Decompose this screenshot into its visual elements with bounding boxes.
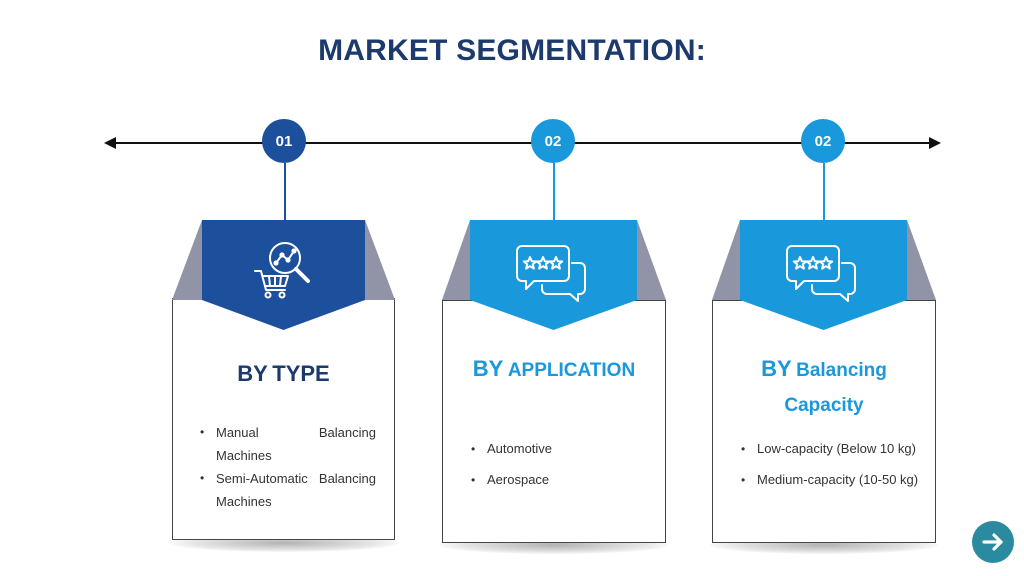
timeline-stem-2 — [553, 163, 555, 221]
heading-prefix: BY — [761, 356, 792, 381]
segment-list-capacity: Low-capacity (Below 10 kg) Medium-capaci… — [741, 440, 931, 489]
heading-rest-line2: Capacity — [784, 395, 864, 416]
heading-rest: TYPE — [272, 361, 330, 386]
timeline-stem-3 — [823, 163, 825, 221]
rating-chat-bubbles-icon — [786, 245, 856, 302]
segment-heading-type: BY TYPE — [172, 357, 395, 394]
timeline-node-label: 02 — [814, 132, 832, 150]
timeline-stem-1 — [284, 163, 286, 221]
timeline-node-label: 01 — [275, 132, 293, 150]
timeline-node-2: 02 — [531, 119, 575, 163]
timeline-node-1: 01 — [262, 119, 306, 163]
heading-prefix: BY — [237, 361, 268, 386]
heading-prefix: BY — [472, 356, 504, 381]
arrow-right-icon — [982, 533, 1003, 551]
heading-rest: APPLICATION — [507, 360, 636, 381]
segment-banner-capacity — [712, 220, 936, 330]
timeline-right-arrow — [929, 137, 941, 149]
segment-card-capacity — [712, 300, 936, 543]
list-item: Aerospace — [471, 471, 651, 489]
segment-list-type: Manual Balancing Machines Semi-Automatic… — [200, 421, 376, 513]
list-item: Low-capacity (Below 10 kg) — [741, 440, 931, 458]
page-title: MARKET SEGMENTATION: — [318, 34, 706, 67]
timeline-node-label: 02 — [544, 132, 562, 150]
segment-banner-application — [442, 220, 666, 330]
heading-rest-line1: Balancing — [796, 360, 887, 381]
segment-list-application: Automotive Aerospace — [471, 440, 651, 489]
list-item: Medium-capacity (10-50 kg) — [741, 471, 931, 489]
next-slide-button[interactable] — [972, 521, 1014, 563]
segment-heading-application: BY APPLICATION — [442, 352, 666, 389]
list-item: Automotive — [471, 440, 651, 458]
segment-card-application — [442, 300, 666, 543]
list-item: Manual Balancing Machines — [200, 421, 376, 467]
segment-heading-capacity: BY Balancing Capacity — [712, 352, 936, 423]
list-item: Semi-Automatic Balancing Machines — [200, 467, 376, 513]
timeline-left-arrow — [104, 137, 116, 149]
shopping-cart-analytics-icon — [254, 242, 310, 299]
timeline-node-3: 02 — [801, 119, 845, 163]
rating-chat-bubbles-icon — [516, 245, 586, 302]
